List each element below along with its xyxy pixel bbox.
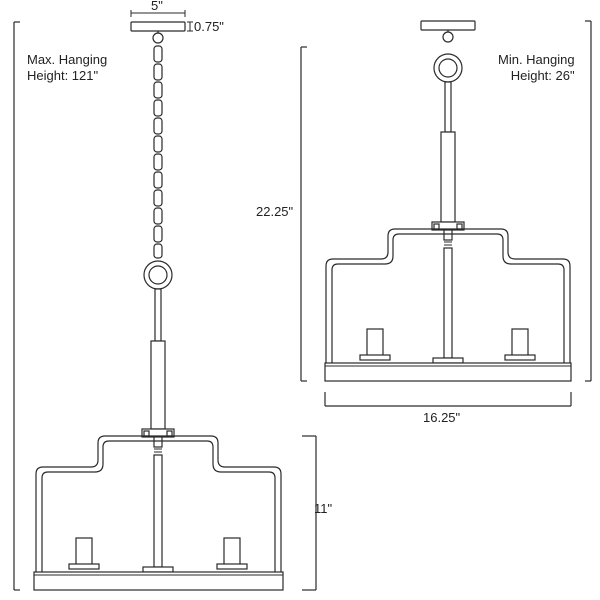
min-height-bracket xyxy=(300,46,307,382)
canopy-width-dimension xyxy=(130,10,186,17)
canopy-height-dimension xyxy=(187,21,193,32)
min-hanging-height-bracket xyxy=(585,20,592,382)
min-height-label: 22.25" xyxy=(256,204,294,219)
min-hanging-line2: Height: 26" xyxy=(510,68,575,83)
min-hanging-height-label: Min. Hanging Height: 26" xyxy=(498,52,575,84)
width-bracket xyxy=(324,392,572,407)
body-height-label: 11" xyxy=(314,501,333,516)
canopy-height-label: 0.75" xyxy=(194,19,224,34)
min-hanging-line1: Min. Hanging xyxy=(498,52,575,67)
max-hanging-line1: Max. Hanging xyxy=(27,52,108,67)
max-hanging-height-label: Max. Hanging Height: 121" xyxy=(27,52,107,84)
canopy-right xyxy=(420,20,476,31)
min-hanging-fixture xyxy=(324,20,572,382)
body-height-bracket xyxy=(302,435,317,591)
width-label: 16.25" xyxy=(423,410,461,425)
max-hanging-line2: Height: 121" xyxy=(27,68,99,83)
chain xyxy=(153,45,163,259)
max-hanging-fixture xyxy=(33,10,284,591)
canopy-width-label: 5" xyxy=(151,0,163,13)
max-hanging-height-bracket xyxy=(13,21,20,591)
canopy-left xyxy=(130,21,186,32)
